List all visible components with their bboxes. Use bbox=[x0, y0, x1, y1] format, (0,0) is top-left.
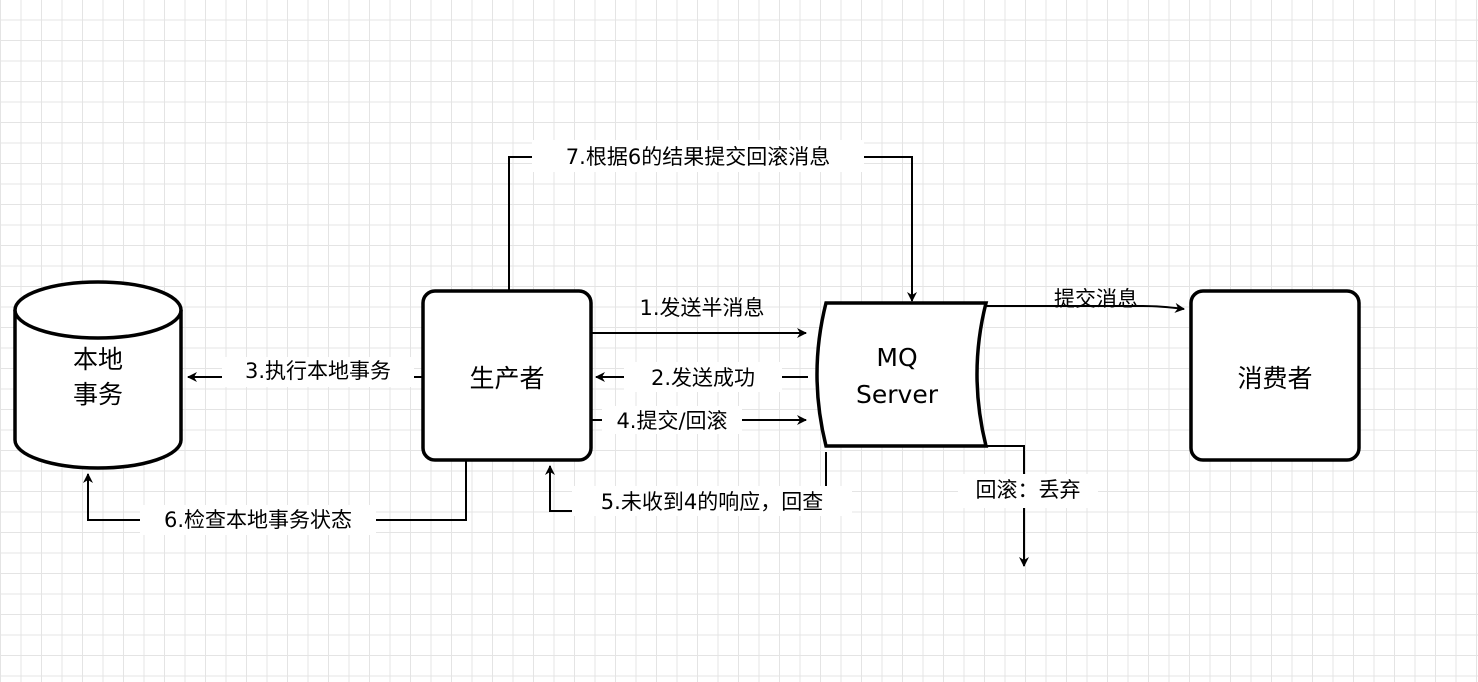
edge-commit-rollback-by-result-label: 7.根据6的结果提交回滚消息 bbox=[566, 145, 830, 169]
consumer-label: 消费者 bbox=[1237, 364, 1312, 393]
edge-rollback-discard-label: 回滚：丢弃 bbox=[976, 478, 1081, 502]
edge-rollback-discard[interactable]: 回滚：丢弃 bbox=[958, 445, 1098, 567]
local-transaction-label-line1: 本地 bbox=[73, 345, 123, 374]
edge-send-half-message-label: 1.发送半消息 bbox=[639, 296, 764, 320]
edge-execute-local-transaction[interactable]: 3.执行本地事务 bbox=[187, 357, 423, 387]
edge-check-local-status[interactable]: 6.检查本地事务状态 bbox=[83, 460, 467, 535]
consumer-node[interactable]: 消费者 bbox=[1189, 289, 1361, 462]
local-transaction-node[interactable]: 本地 事务 bbox=[13, 280, 183, 470]
edge-send-success-label: 2.发送成功 bbox=[651, 366, 755, 390]
edge-commit-message-label: 提交消息 bbox=[1054, 287, 1138, 311]
edge-commit-rollback-by-result[interactable]: 7.根据6的结果提交回滚消息 bbox=[508, 140, 917, 302]
mq-server-node[interactable]: MQ Server bbox=[815, 301, 989, 448]
producer-node[interactable]: 生产者 bbox=[421, 289, 593, 462]
producer-label: 生产者 bbox=[469, 364, 544, 393]
edge-execute-local-transaction-label: 3.执行本地事务 bbox=[245, 359, 391, 383]
edge-check-back[interactable]: 5.未收到4的响应，回查 bbox=[545, 452, 852, 516]
edge-commit-message[interactable]: 提交消息 bbox=[986, 287, 1185, 313]
edge-send-success[interactable]: 2.发送成功 bbox=[595, 362, 808, 392]
edge-commit-rollback[interactable]: 4.提交/回滚 bbox=[592, 406, 807, 434]
local-transaction-label-line2: 事务 bbox=[73, 380, 123, 409]
mq-server-label-line2: Server bbox=[856, 380, 939, 409]
edge-commit-rollback-label: 4.提交/回滚 bbox=[616, 409, 727, 433]
mq-server-label-line1: MQ bbox=[876, 343, 917, 372]
edge-check-local-status-label: 6.检查本地事务状态 bbox=[164, 508, 352, 532]
edge-send-half-message[interactable]: 1.发送半消息 bbox=[592, 296, 807, 338]
edge-check-back-label: 5.未收到4的响应，回查 bbox=[601, 490, 823, 514]
